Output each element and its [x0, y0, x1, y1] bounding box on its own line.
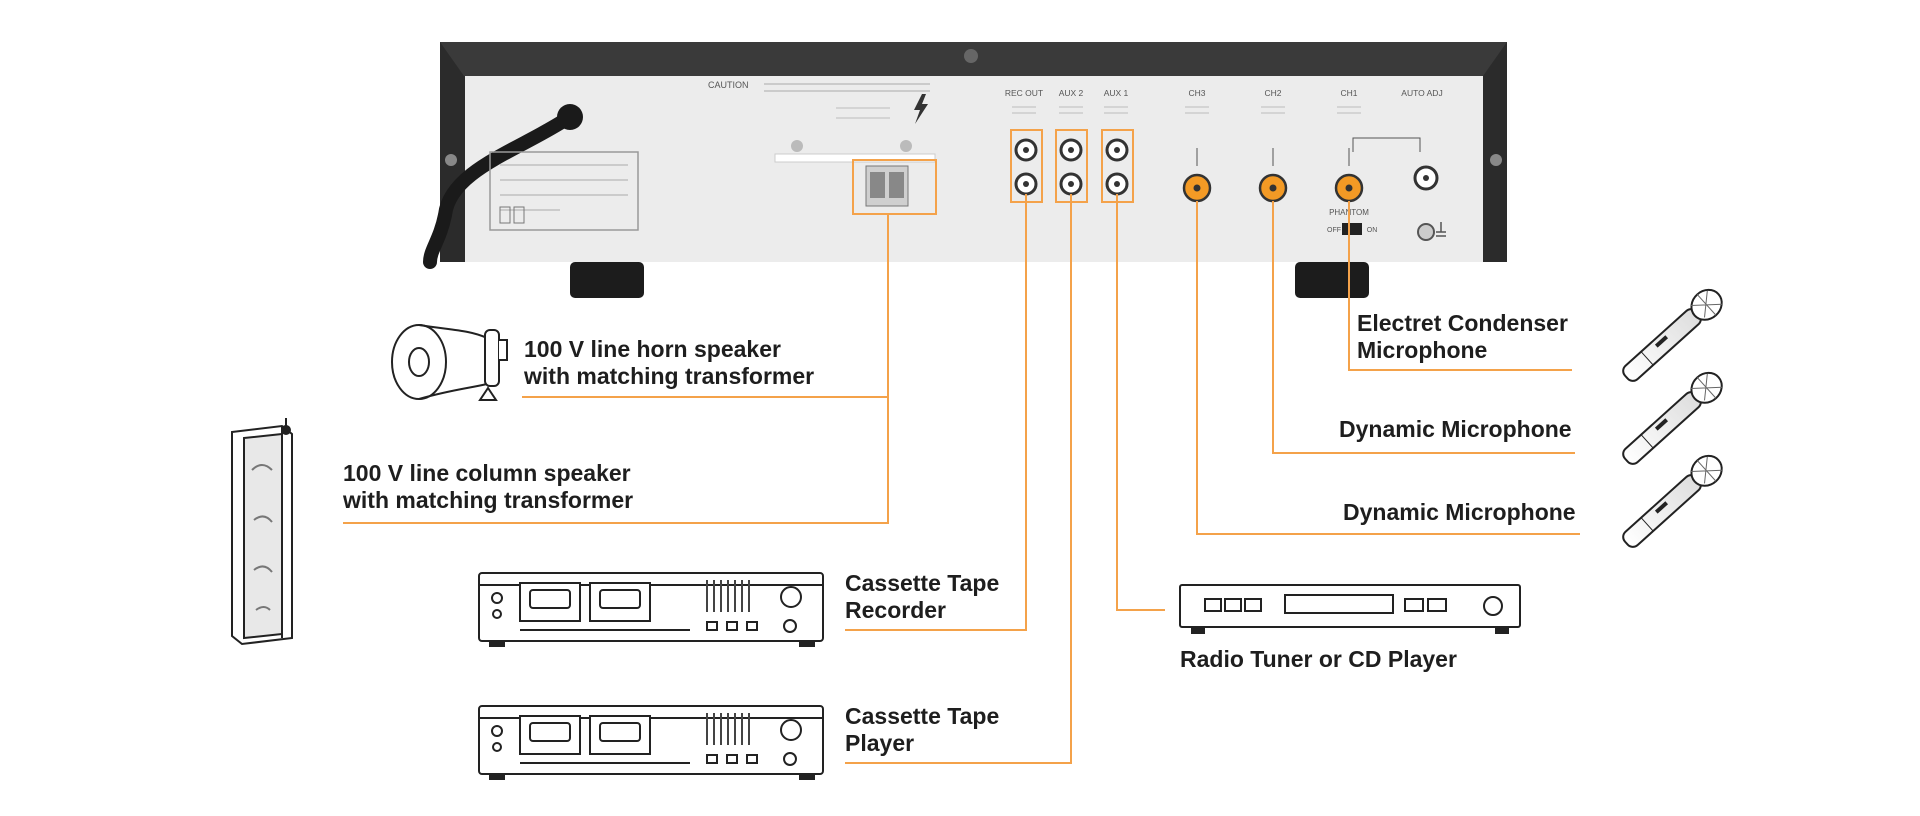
- amplifier: CAUTION REC OUT AUX 2 AUX 1 CH3 CH2 CH1 …: [423, 42, 1507, 298]
- amp-foot-right: [1295, 262, 1369, 298]
- electret-mic-label: Electret Condenser Microphone: [1357, 310, 1568, 363]
- wires: [343, 194, 1580, 764]
- jack-label-ch1: CH1: [1340, 88, 1357, 98]
- jack-labels: REC OUT AUX 2 AUX 1 CH3 CH2 CH1 AUTO ADJ: [1005, 88, 1443, 98]
- speaker-terminal-highlight: [852, 159, 937, 215]
- jack-label-ch2: CH2: [1264, 88, 1281, 98]
- cassette-recorder-device: [478, 572, 824, 647]
- side-screw-left: [445, 154, 457, 166]
- phantom-switch: [1342, 223, 1362, 235]
- electret-mic-icon: [1622, 288, 1723, 382]
- radio-tuner-device: [1179, 584, 1521, 634]
- spec-plate: [489, 151, 639, 231]
- amp-foot-left: [570, 262, 644, 298]
- mic-jacks: [1182, 148, 1364, 203]
- cassette-player-label: Cassette Tape Player: [845, 703, 1000, 756]
- column-speaker: [231, 418, 293, 646]
- jack-label-aux2: AUX 2: [1059, 88, 1084, 98]
- horn-speaker-label: 100 V line horn speaker with matching tr…: [524, 336, 815, 389]
- ground-icon: [1436, 222, 1446, 237]
- auto-adj-bracket: [1352, 137, 1421, 152]
- jack-label-rec-out: REC OUT: [1005, 88, 1043, 98]
- jack-label-auto-adj: AUTO ADJ: [1401, 88, 1442, 98]
- cassette-recorder-label: Cassette Tape Recorder: [845, 570, 1000, 623]
- dynamic-mic-2-label: Dynamic Microphone: [1343, 499, 1576, 525]
- side-screw-right: [1490, 154, 1502, 166]
- phantom-on-label: ON: [1367, 227, 1378, 234]
- wire-ch1-electret: [1348, 201, 1572, 371]
- ground-terminal: [1417, 223, 1435, 241]
- column-speaker-label: 100 V line column speaker with matching …: [343, 460, 634, 513]
- horn-speaker: [391, 324, 508, 401]
- jack-label-ch3: CH3: [1188, 88, 1205, 98]
- wire-ch3-dynamic: [1196, 201, 1580, 535]
- radio-tuner-label: Radio Tuner or CD Player: [1180, 646, 1457, 672]
- cassette-player-device: [478, 705, 824, 780]
- lightning-icon: [914, 94, 928, 124]
- cord-grommet: [557, 104, 583, 130]
- wire-ch2-dynamic: [1272, 201, 1575, 454]
- wire-aux2-player: [845, 194, 1072, 764]
- power-cord: [423, 111, 575, 269]
- dynamic-mic-1-icon: [1622, 371, 1723, 465]
- wire-recout-recorder: [845, 194, 1027, 631]
- dynamic-mic-2-icon: [1622, 454, 1723, 548]
- jack-label-aux1: AUX 1: [1104, 88, 1129, 98]
- dynamic-mic-1-label: Dynamic Microphone: [1339, 416, 1572, 442]
- top-screw: [964, 49, 978, 63]
- caution-label: CAUTION: [708, 80, 749, 90]
- wire-aux1-radio: [1116, 194, 1165, 611]
- terminal-plate: [774, 153, 936, 163]
- phantom-off-label: OFF: [1327, 227, 1341, 234]
- wire-column-speaker: [343, 214, 889, 524]
- amp-rear-panel: [465, 76, 1483, 262]
